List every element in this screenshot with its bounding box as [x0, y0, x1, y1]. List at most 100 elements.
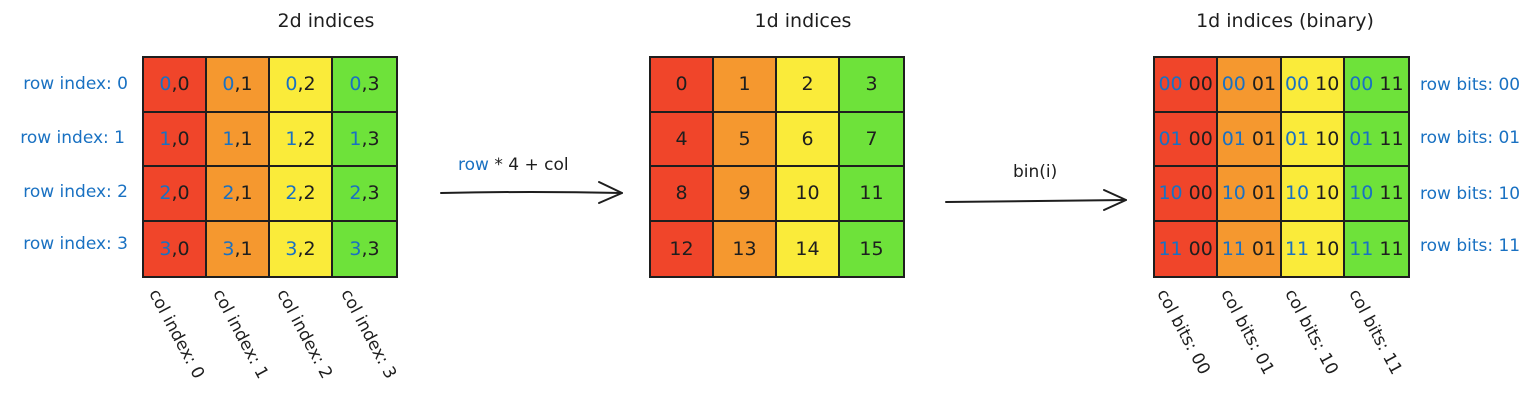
cell-col-bits: 00 [1188, 182, 1213, 205]
cell-separator: , [234, 73, 241, 96]
row-index-label: row index: 2 [23, 182, 128, 202]
cell-col-index: 3 [367, 182, 380, 205]
cell-separator: , [234, 127, 241, 150]
grid-cell: 2,0 [144, 167, 207, 222]
cell-row-index: 0 [222, 73, 235, 96]
grid-cell: 7 [840, 112, 903, 167]
cell-row-bits: 11 [1221, 237, 1246, 260]
cell-row-bits: 10 [1349, 182, 1374, 205]
cell-separator: , [234, 237, 241, 260]
cell-col-bits: 11 [1379, 237, 1404, 260]
cell-row-index: 2 [285, 182, 298, 205]
cell-row-bits: 00 [1284, 73, 1310, 96]
title-1d-indices-binary: 1d indices (binary) [1196, 10, 1374, 32]
grid-cell: 11 [840, 167, 903, 222]
cell-row-bits: 01 [1221, 127, 1246, 150]
grid-cell: 3,3 [333, 221, 396, 276]
cell-row-index: 0 [159, 73, 172, 96]
cell-separator: , [171, 127, 178, 150]
cell-separator: , [297, 73, 304, 96]
cell-col-bits: 10 [1315, 237, 1340, 260]
formula-rest: * 4 + col [488, 155, 569, 175]
grid-cell: 5 [714, 112, 777, 167]
grid-cell: 9 [714, 167, 777, 222]
cell-row-bits: 11 [1349, 237, 1374, 260]
cell-col-bits: 00 [1188, 127, 1213, 150]
cell-col-index: 0 [177, 237, 190, 260]
title-1d-indices: 1d indices [754, 10, 852, 32]
cell-col-index: 2 [303, 73, 316, 96]
grid-cell: 3,2 [270, 221, 333, 276]
grid-cell: 0 [651, 58, 714, 113]
cell-row-bits: 10 [1284, 182, 1310, 205]
cell-row-bits: 00 [1349, 73, 1374, 96]
cell-col-bits: 10 [1315, 127, 1340, 150]
cell-row-index: 3 [285, 237, 298, 260]
row-bits-label: row bits: 11 [1420, 236, 1521, 256]
cell-separator: , [297, 127, 304, 150]
grid-cell: 12 [651, 221, 714, 276]
cell-col-index: 0 [177, 73, 190, 96]
grid-cell: 0,0 [144, 58, 207, 113]
cell-col-bits: 01 [1251, 182, 1277, 205]
row-index-label: row index: 1 [20, 128, 125, 148]
cell-row-index: 2 [159, 182, 172, 205]
cell-row-index: 1 [349, 127, 362, 150]
cell-col-bits: 01 [1251, 73, 1277, 96]
grid-cell: 1,1 [207, 112, 270, 167]
cell-col-index: 2 [303, 182, 316, 205]
cell-row-index: 1 [159, 127, 172, 150]
grid-cell: 15 [840, 221, 903, 276]
cell-row-index: 3 [159, 237, 172, 260]
grid-cell: 10 [777, 167, 840, 222]
grid-cell: 1,2 [270, 112, 333, 167]
cell-row-index: 0 [285, 73, 298, 96]
grid-cell: 6 [777, 112, 840, 167]
arrow-bin-label: bin(i) [1013, 162, 1058, 182]
cell-separator: , [361, 73, 368, 96]
cell-col-bits: 00 [1188, 237, 1213, 260]
cell-row-index: 3 [222, 237, 235, 260]
cell-col-bits: 11 [1379, 182, 1404, 205]
row-bits-label: row bits: 00 [1420, 75, 1521, 95]
cell-col-bits: 10 [1315, 73, 1340, 96]
cell-row-bits: 00 [1158, 73, 1183, 96]
cell-col-bits: 01 [1251, 237, 1277, 260]
cell-row-index: 0 [349, 73, 362, 96]
cell-row-bits: 01 [1284, 127, 1310, 150]
row-bits-label: row bits: 01 [1420, 128, 1521, 148]
cell-row-index: 1 [222, 127, 235, 150]
cell-separator: , [171, 237, 178, 260]
cell-col-index: 1 [240, 73, 253, 96]
grid-cell: 1 [714, 58, 777, 113]
cell-col-index: 0 [177, 127, 190, 150]
cell-separator: , [361, 182, 368, 205]
row-index-label: row index: 0 [23, 74, 128, 94]
cell-row-index: 3 [349, 237, 362, 260]
grid-cell: 0,3 [333, 58, 396, 113]
cell-col-index: 1 [240, 182, 253, 205]
cell-col-bits: 10 [1315, 182, 1340, 205]
cell-col-index: 3 [367, 73, 380, 96]
cell-col-bits: 11 [1379, 73, 1404, 96]
cell-separator: , [361, 237, 368, 260]
grid-cell: 14 [777, 221, 840, 276]
cell-row-bits: 01 [1158, 127, 1183, 150]
cell-col-index: 3 [367, 127, 380, 150]
cell-col-bits: 11 [1379, 127, 1404, 150]
row-index-label: row index: 3 [23, 234, 128, 254]
